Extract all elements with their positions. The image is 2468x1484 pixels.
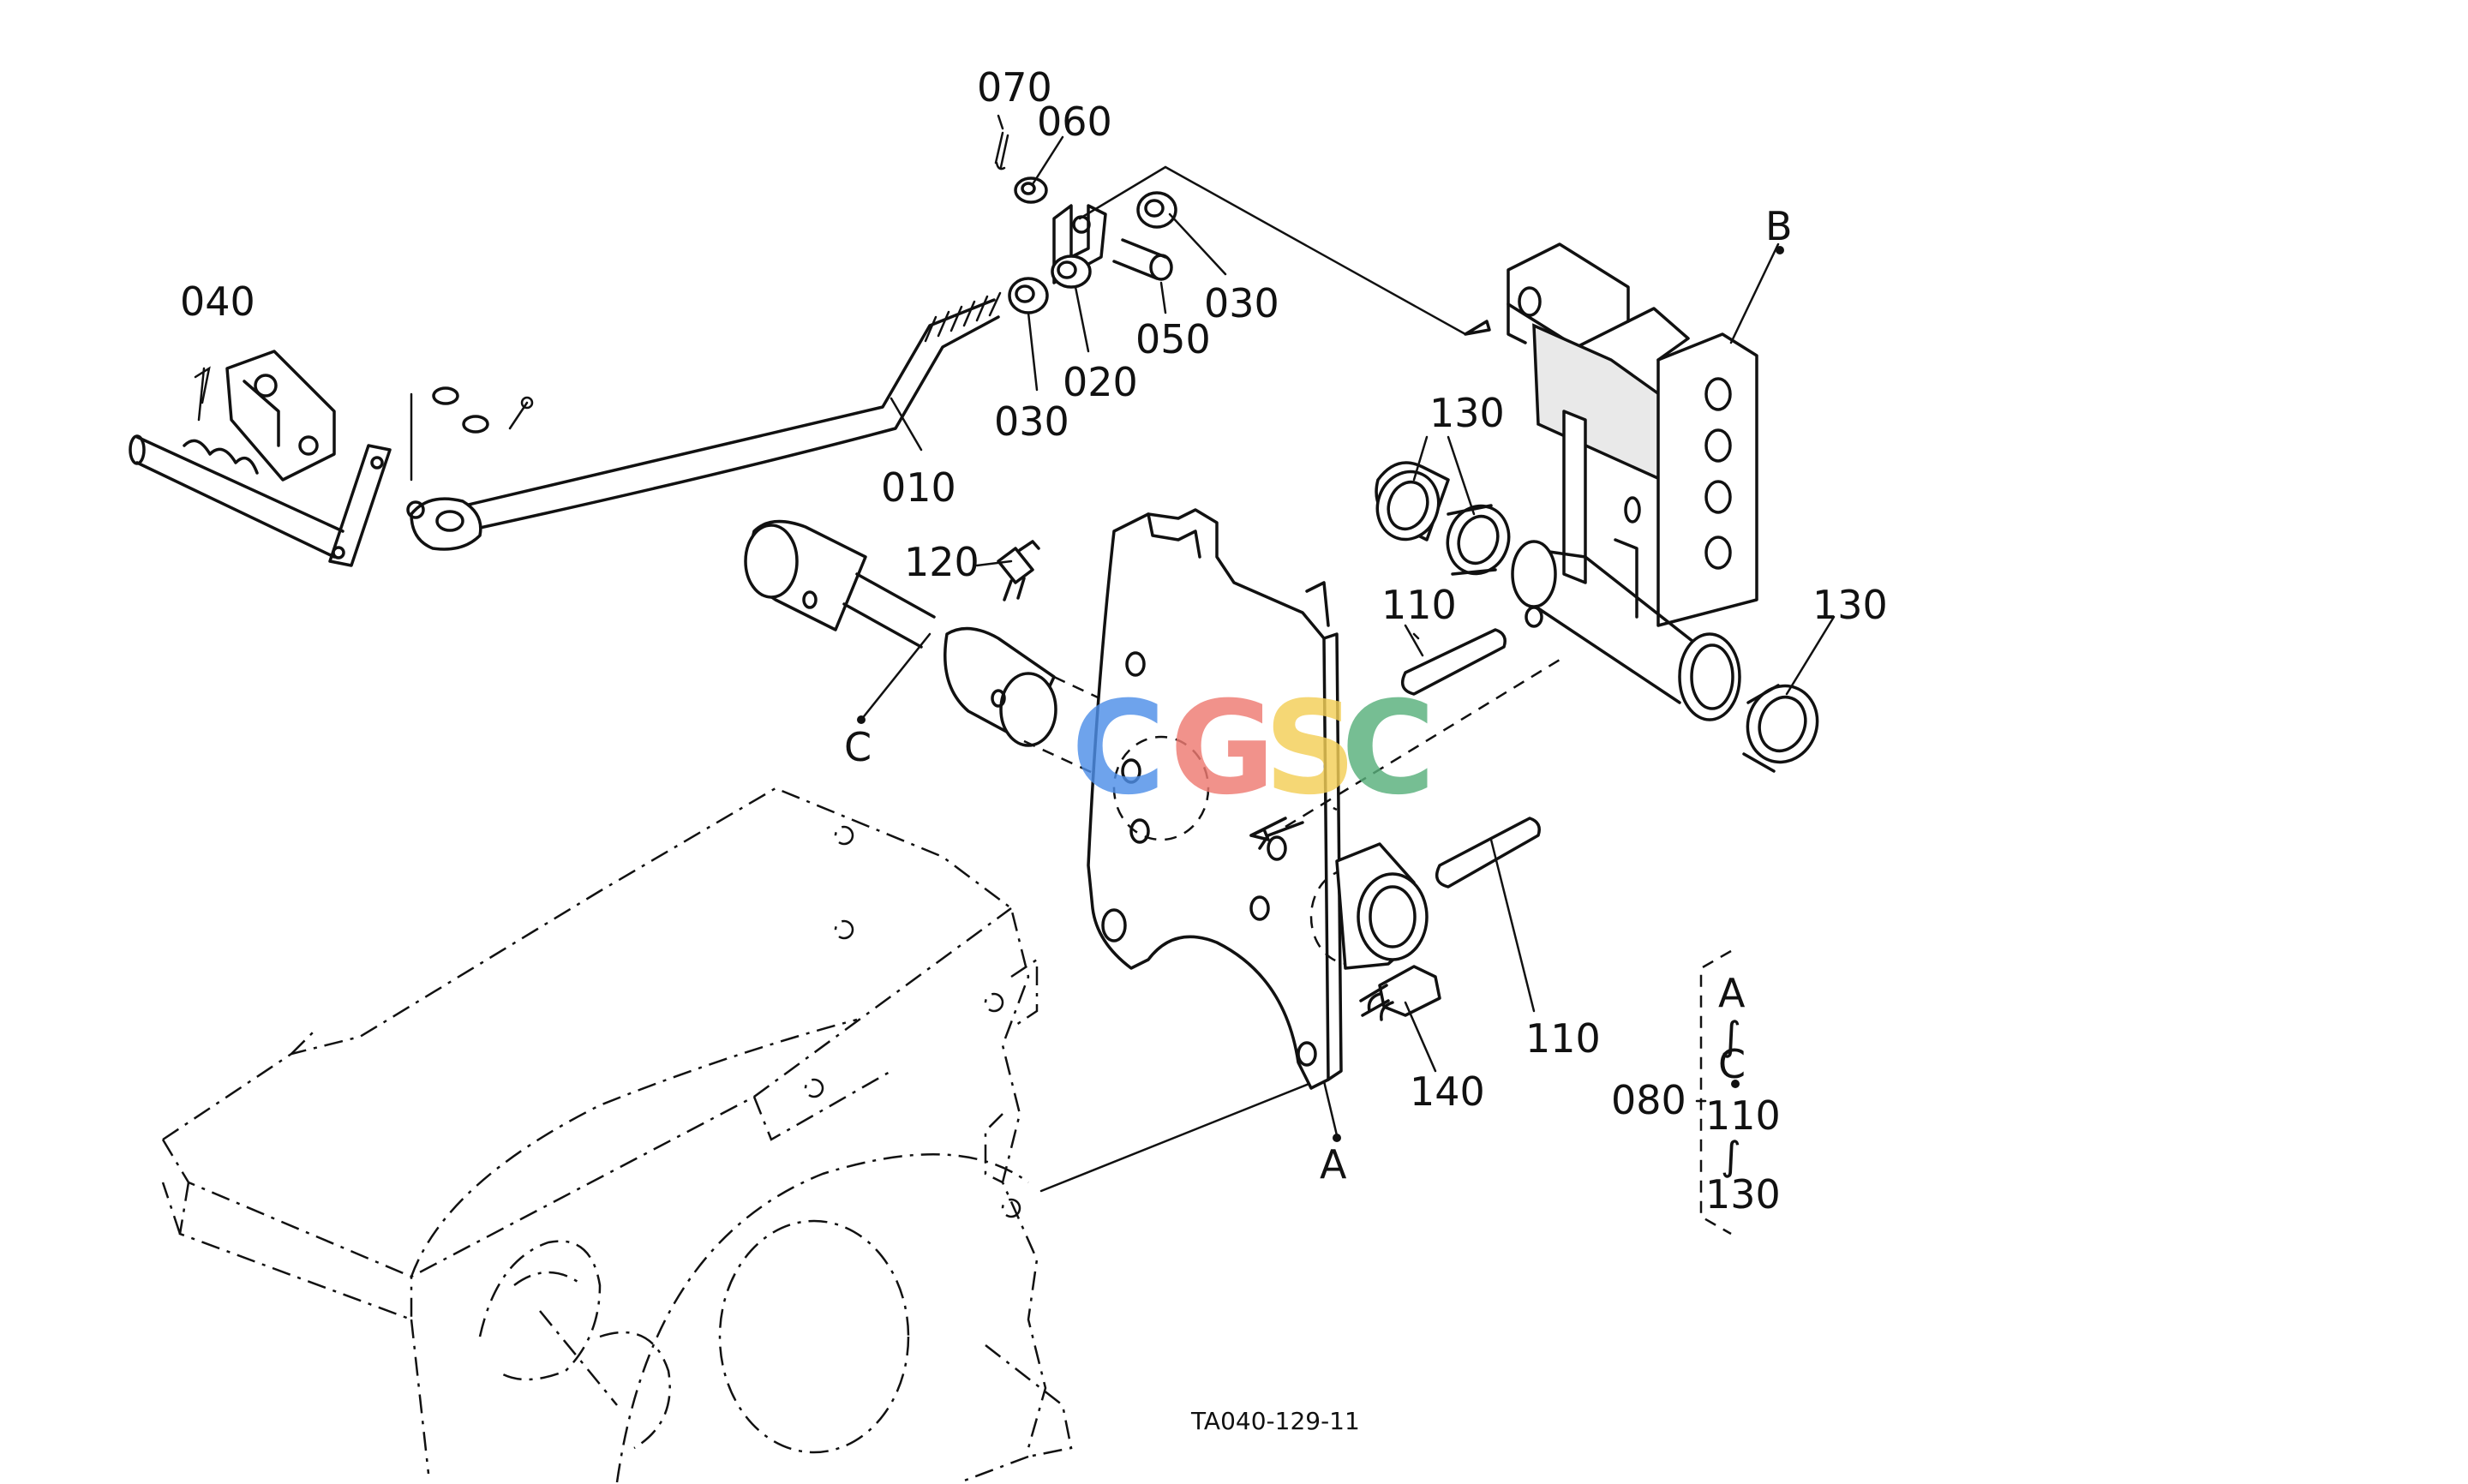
ref-dot-C: [857, 715, 866, 724]
pedal-bracket-B: [1507, 242, 1758, 721]
ref-dot-A: [1333, 1134, 1341, 1142]
assembly-range1-from: A: [1718, 970, 1746, 1016]
grease-fitting-120: [997, 540, 1040, 601]
pedal-shaft-040: [129, 350, 534, 567]
label-110-top: 110: [1381, 582, 1457, 628]
label-ref-B: B: [1765, 203, 1793, 249]
assembly-code: 080: [1611, 1077, 1686, 1123]
bushings-130: [1375, 461, 1819, 773]
watermark-letter-1: C: [1071, 674, 1165, 823]
watermark: C G S C: [1071, 674, 1435, 823]
label-110-bottom: 110: [1525, 1015, 1601, 1062]
clevis-leader-line: [1078, 165, 1467, 336]
label-ref-A: A: [1320, 1141, 1347, 1188]
support-plate-A: [1087, 508, 1343, 1090]
label-040: 040: [180, 278, 255, 325]
assembly-range2-from: 110: [1705, 1092, 1781, 1139]
clevis-hardware: [994, 131, 1177, 314]
label-ref-C: C: [844, 724, 872, 770]
plate-boss: [1309, 842, 1429, 970]
watermark-letter-2: G: [1170, 674, 1275, 823]
label-050: 050: [1135, 316, 1211, 362]
label-010: 010: [881, 464, 956, 511]
label-120: 120: [904, 539, 979, 585]
assembly-range1-tilde: ∫: [1721, 1013, 1741, 1059]
arrow-head: [1464, 320, 1491, 336]
adjusting-rod-010: [406, 291, 1002, 551]
label-020: 020: [1063, 359, 1138, 405]
label-030-left: 030: [994, 398, 1069, 445]
ref-dot-B: [1776, 246, 1784, 254]
label-030-right: 030: [1204, 280, 1279, 326]
drawing-code: TA040-129-11: [1190, 1407, 1360, 1435]
label-130-right: 130: [1812, 582, 1888, 628]
watermark-letter-3: S: [1264, 674, 1357, 823]
label-140: 140: [1410, 1068, 1485, 1115]
engine-housing-outline: [161, 787, 1073, 1484]
assembly-range2-to: 130: [1705, 1171, 1781, 1218]
assembly-080-bracket: [1695, 949, 1740, 1236]
watermark-letter-4: C: [1341, 674, 1435, 823]
bracket-leader-line: [1285, 658, 1560, 829]
housing-leader-line: [1039, 1078, 1321, 1193]
leader-lines: [860, 114, 1836, 1137]
pedal-shaft-C: [744, 519, 1338, 871]
assembly-range2-tilde: ∫: [1721, 1133, 1741, 1179]
label-060: 060: [1037, 99, 1112, 145]
label-070: 070: [977, 64, 1052, 111]
label-130-top: 130: [1429, 390, 1505, 436]
pins-110: [1400, 628, 1541, 889]
bolt-140: [1359, 965, 1441, 1021]
assembly-range1-to: C: [1718, 1041, 1746, 1087]
